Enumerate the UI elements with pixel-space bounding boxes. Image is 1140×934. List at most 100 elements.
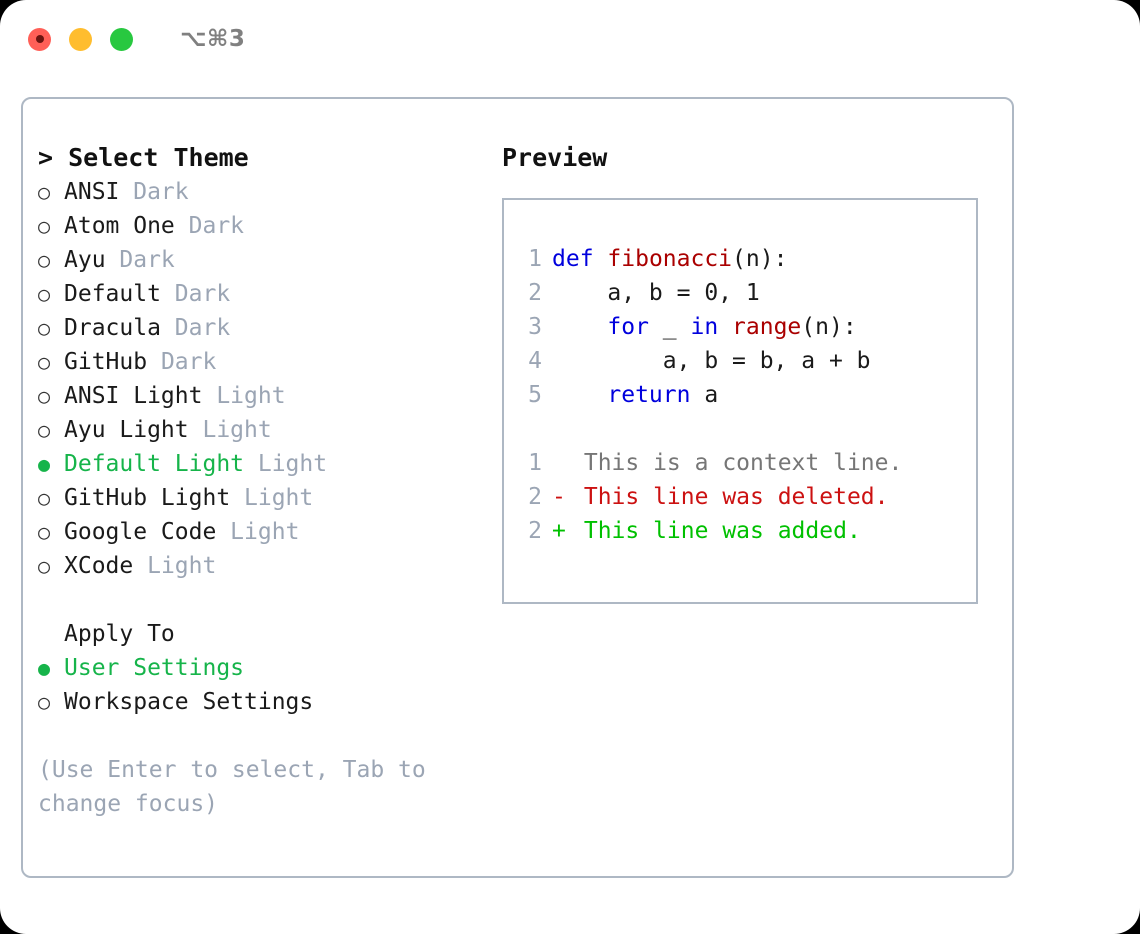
apply-to-option-name: User Settings [64, 655, 245, 681]
theme-option-name: Default [64, 281, 161, 307]
line-number: 1 [528, 450, 542, 476]
line-number: 3 [528, 314, 542, 340]
radio-unselected-icon[interactable]: ○ [38, 350, 51, 374]
theme-option-github-light[interactable]: ○ GitHub Light Light [38, 481, 488, 515]
theme-option-default-light[interactable]: ● Default Light Light [38, 447, 488, 481]
line-number: 2 [528, 518, 542, 544]
theme-option-tag: Dark [105, 247, 175, 273]
theme-option-name: Default Light [64, 451, 245, 477]
theme-option-tag: Light [230, 485, 314, 511]
theme-option-tag: Light [216, 519, 300, 545]
traffic-lights [28, 27, 133, 51]
radio-unselected-icon[interactable]: ○ [38, 214, 51, 238]
apply-to-option-user-settings[interactable]: ● User Settings [38, 651, 488, 685]
theme-option-tag: Dark [174, 213, 245, 239]
maximize-button[interactable] [110, 27, 133, 51]
code-token: a [690, 382, 719, 408]
code-line-content: for _ in range(n): [552, 310, 857, 344]
line-number: 4 [528, 348, 542, 374]
code-token: in [690, 314, 719, 340]
theme-option-tag: Dark [160, 281, 231, 307]
line-number: 2 [528, 280, 542, 306]
code-line: 3 for _ in range(n): [504, 310, 976, 344]
theme-option-ansi-light[interactable]: ○ANSI Light Light [38, 379, 488, 413]
apply-to-list[interactable]: ● User Settings ○ Workspace Settings [38, 651, 488, 719]
radio-unselected-icon[interactable]: ○ [38, 248, 51, 272]
radio-unselected-icon[interactable]: ○ [38, 520, 51, 544]
theme-option-tag: Dark [119, 179, 189, 205]
theme-option-tag: Light [133, 553, 217, 579]
code-line-content: return a [552, 378, 718, 412]
radio-unselected-icon[interactable]: ○ [38, 384, 51, 408]
radio-unselected-icon[interactable]: ○ [38, 180, 51, 204]
code-token: a, b = 0, 1 [552, 280, 760, 306]
code-line-content: def fibonacci(n): [552, 242, 787, 276]
radio-unselected-icon[interactable]: ○ [38, 690, 51, 714]
apply-to-label: Apply To [64, 621, 175, 647]
theme-option-name: Google Code [64, 519, 217, 545]
minimize-button[interactable] [69, 27, 92, 51]
theme-option-name: Ayu Light [64, 417, 189, 443]
close-button[interactable] [28, 27, 51, 51]
radio-unselected-icon[interactable]: ○ [38, 486, 51, 510]
code-line: 5 return a [504, 378, 976, 412]
code-token [718, 314, 732, 340]
title-bar: ⌥⌘3 [0, 0, 1140, 78]
diff-text: This is a context line. [570, 450, 903, 476]
diff-text: This line was deleted. [570, 484, 889, 510]
code-token: (n): [801, 314, 857, 340]
theme-option-default[interactable]: ○ Default Dark [38, 277, 488, 311]
radio-unselected-icon[interactable]: ○ [38, 554, 51, 578]
theme-option-tag: Light [202, 383, 286, 409]
theme-option-xcode[interactable]: ○ XCode Light [38, 549, 488, 583]
theme-option-ayu-light[interactable]: ○ Ayu Light Light [38, 413, 488, 447]
apply-to-option-workspace-settings[interactable]: ○ Workspace Settings [38, 685, 488, 719]
theme-option-name: ANSI [64, 179, 120, 205]
diff-sign: + [552, 518, 566, 544]
line-number: 2 [528, 484, 542, 510]
code-token: return [607, 382, 691, 408]
diff-sign: - [552, 484, 566, 510]
code-token: a, b = b, a + b [552, 348, 871, 374]
theme-option-name: XCode [64, 553, 134, 579]
preview-title: Preview [502, 143, 608, 172]
radio-unselected-icon[interactable]: ○ [38, 316, 51, 340]
theme-option-name: GitHub [64, 349, 148, 375]
code-line-content: a, b = b, a + b [552, 344, 871, 378]
theme-option-ayu[interactable]: ○ Ayu Dark [38, 243, 488, 277]
code-token [552, 382, 607, 408]
theme-option-name: GitHub Light [64, 485, 231, 511]
theme-option-atom-one[interactable]: ○Atom One Dark [38, 209, 488, 243]
code-token [552, 314, 607, 340]
code-token: range [732, 314, 802, 340]
theme-option-ansi[interactable]: ○ ANSI Dark [38, 175, 488, 209]
theme-option-tag: Dark [147, 349, 217, 375]
theme-option-name: Ayu [64, 247, 106, 273]
theme-option-dracula[interactable]: ○ Dracula Dark [38, 311, 488, 345]
radio-unselected-icon[interactable]: ○ [38, 418, 51, 442]
radio-selected-icon[interactable]: ● [38, 452, 51, 476]
theme-option-tag: Light [188, 417, 272, 443]
diff-line-add: 2+ This line was added. [504, 514, 976, 548]
diff-line-del: 2- This line was deleted. [504, 480, 976, 514]
page-title: > Select Theme [38, 143, 249, 172]
theme-option-tag: Dark [160, 315, 231, 341]
main-panel: > Select Theme ○ANSI Dark○Atom One Dark○… [21, 97, 1014, 878]
theme-option-github[interactable]: ○ GitHub Dark [38, 345, 488, 379]
code-token [594, 246, 608, 272]
radio-selected-icon[interactable]: ● [38, 656, 51, 680]
apply-to-option-name: Workspace Settings [64, 689, 314, 715]
code-token: fibonacci [607, 246, 733, 272]
theme-option-name: Dracula [64, 315, 161, 341]
radio-unselected-icon[interactable]: ○ [38, 282, 51, 306]
theme-option-tag: Light [244, 451, 328, 477]
theme-list[interactable]: ○ANSI Dark○Atom One Dark○Ayu Dark○Defaul… [38, 175, 488, 583]
theme-option-google-code[interactable]: ○ Google Code Light [38, 515, 488, 549]
keyboard-shortcut-label: ⌥⌘3 [180, 26, 246, 52]
code-token: for [607, 314, 649, 340]
